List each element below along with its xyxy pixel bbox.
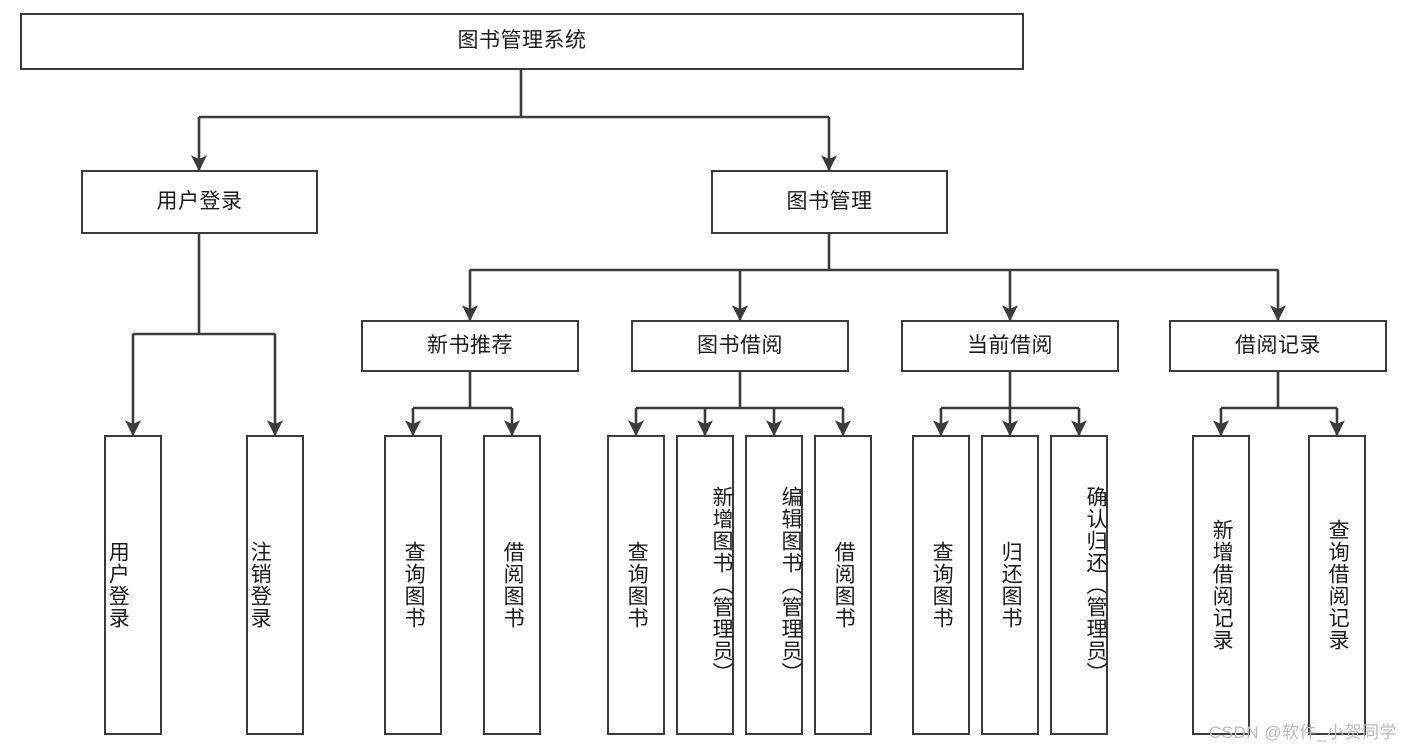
node-book-management[interactable]: 图书管理	[711, 170, 948, 234]
node-current-borrow[interactable]: 当前借阅	[901, 320, 1119, 372]
node-leaf-query-book-1[interactable]: 查询图书	[384, 435, 442, 735]
node-leaf-add-book-label: 新增图书（管理员）	[710, 486, 733, 684]
node-leaf-query-record-label: 查询借阅记录	[1326, 519, 1350, 651]
node-leaf-user-logout-label: 注销登录	[248, 541, 272, 629]
node-book-borrow-label: 图书借阅	[697, 333, 783, 357]
node-root-label: 图书管理系统	[457, 29, 587, 53]
node-leaf-user-login-label: 用户登录	[106, 541, 130, 629]
node-user-login-label: 用户登录	[156, 189, 243, 213]
node-new-book-recommend[interactable]: 新书推荐	[361, 320, 579, 372]
node-leaf-query-book-1-label: 查询图书	[402, 541, 426, 629]
node-leaf-borrow-book-1-label: 借阅图书	[501, 541, 525, 629]
node-current-borrow-label: 当前借阅	[967, 333, 1053, 357]
node-leaf-query-record[interactable]: 查询借阅记录	[1308, 435, 1366, 735]
node-borrow-record-label: 借阅记录	[1235, 333, 1321, 357]
node-leaf-query-book-2[interactable]: 查询图书	[607, 435, 665, 735]
node-leaf-add-book[interactable]: 新增图书（管理员）	[676, 435, 734, 735]
node-leaf-user-logout[interactable]: 注销登录	[246, 435, 304, 735]
node-user-login[interactable]: 用户登录	[81, 170, 318, 234]
node-leaf-confirm-return[interactable]: 确认归还（管理员）	[1050, 435, 1108, 735]
node-book-management-label: 图书管理	[786, 189, 873, 213]
node-leaf-query-book-2-label: 查询图书	[625, 541, 649, 629]
node-leaf-borrow-book-2-label: 借阅图书	[832, 541, 856, 629]
node-leaf-confirm-return-label: 确认归还（管理员）	[1084, 486, 1107, 684]
csdn-watermark: CSDN @软件_小贺同学	[1208, 723, 1397, 742]
node-root[interactable]: 图书管理系统	[20, 13, 1024, 70]
node-leaf-query-book-3[interactable]: 查询图书	[912, 435, 970, 735]
node-leaf-user-login[interactable]: 用户登录	[104, 435, 162, 735]
node-leaf-add-record[interactable]: 新增借阅记录	[1192, 435, 1250, 735]
node-leaf-edit-book[interactable]: 编辑图书（管理员）	[745, 435, 803, 735]
node-leaf-add-record-label: 新增借阅记录	[1210, 519, 1234, 651]
node-leaf-return-book[interactable]: 归还图书	[981, 435, 1039, 735]
node-new-book-recommend-label: 新书推荐	[427, 333, 513, 357]
node-leaf-edit-book-label: 编辑图书（管理员）	[779, 486, 802, 684]
node-leaf-query-book-3-label: 查询图书	[930, 541, 954, 629]
node-leaf-return-book-label: 归还图书	[999, 541, 1023, 629]
node-book-borrow[interactable]: 图书借阅	[631, 320, 849, 372]
node-leaf-borrow-book-2[interactable]: 借阅图书	[814, 435, 872, 735]
node-leaf-borrow-book-1[interactable]: 借阅图书	[483, 435, 541, 735]
node-borrow-record[interactable]: 借阅记录	[1169, 320, 1387, 372]
